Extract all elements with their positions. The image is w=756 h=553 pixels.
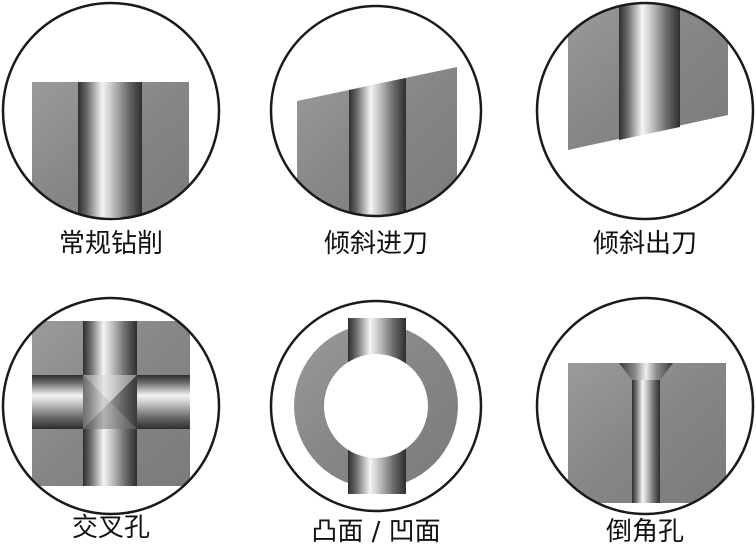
drilled-bore bbox=[349, 78, 406, 216]
drilled-bore bbox=[619, 3, 680, 140]
caption-chamfered-hole: 倒角孔 bbox=[605, 517, 684, 547]
caption-convex-concave: 凸面 / 凹面 bbox=[311, 517, 441, 547]
panel-chamfered-hole bbox=[535, 296, 755, 516]
caption-regular-drilling: 常规钻削 bbox=[58, 229, 163, 259]
tube-inner-hollow bbox=[324, 354, 428, 458]
panel-frame-circle bbox=[269, 299, 483, 513]
drilled-bore bbox=[632, 380, 660, 503]
panel-frame-circle bbox=[269, 4, 483, 218]
caption-cross-hole: 交叉孔 bbox=[71, 513, 150, 543]
caption-inclined-entry: 倾斜进刀 bbox=[323, 229, 428, 259]
panel-frame-circle bbox=[535, 296, 755, 516]
panel-regular-drilling bbox=[1, 1, 221, 221]
panel-convex-concave bbox=[269, 299, 483, 513]
caption-inclined-exit: 倾斜出刀 bbox=[592, 229, 697, 259]
panel-inclined-exit bbox=[535, 1, 755, 221]
panel-inclined-entry bbox=[269, 4, 483, 218]
panel-cross-hole bbox=[1, 296, 221, 516]
panel-frame-circle bbox=[1, 1, 221, 221]
drilled-bore bbox=[78, 82, 142, 217]
panel-frame-circle bbox=[535, 1, 755, 221]
chamfer-cone bbox=[619, 363, 673, 380]
panel-frame-circle bbox=[1, 296, 221, 516]
